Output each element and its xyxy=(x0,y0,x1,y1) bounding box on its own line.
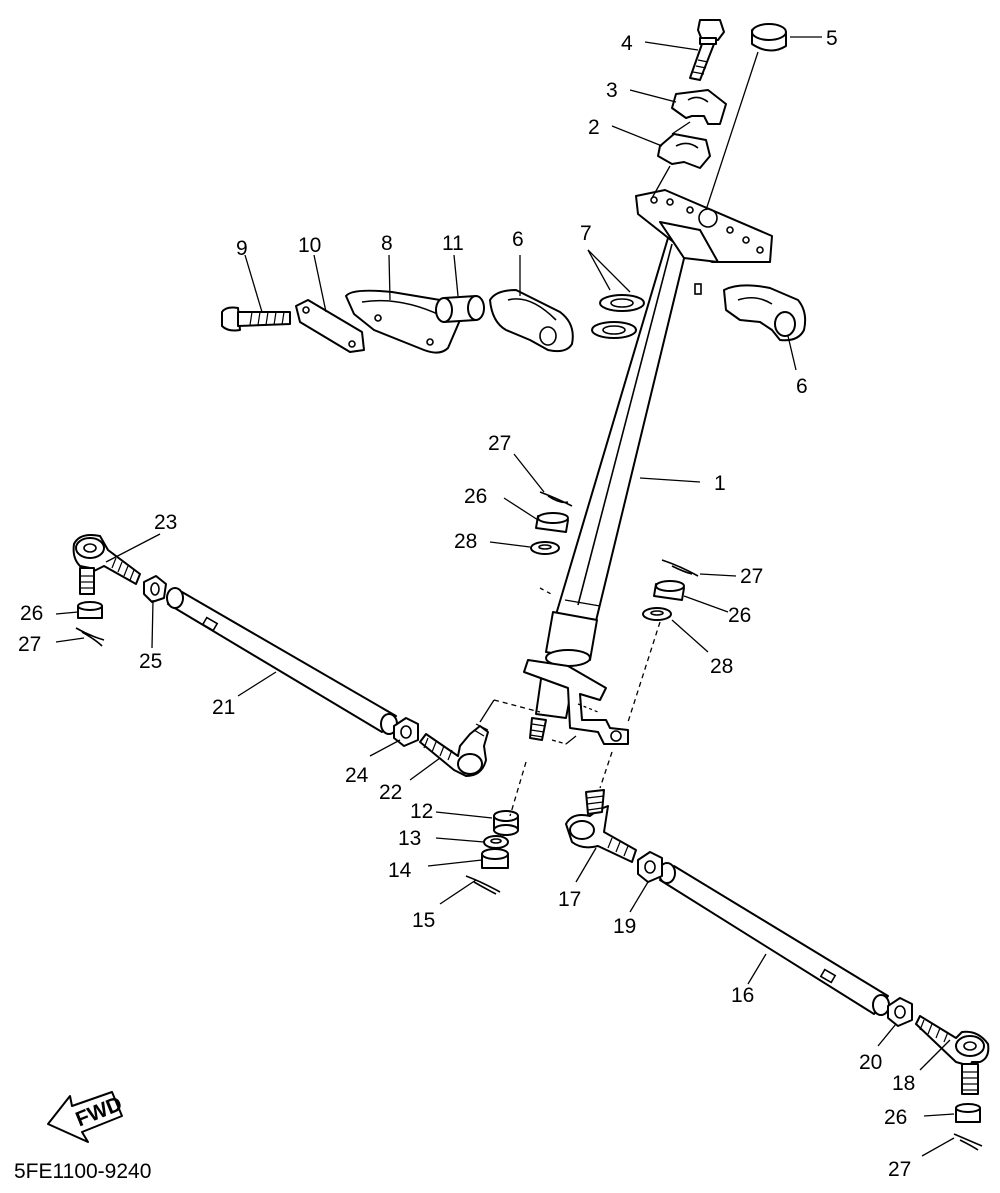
tie-rod-21 xyxy=(166,587,398,735)
washer-13 xyxy=(483,835,509,849)
callout-8: 8 xyxy=(381,232,393,255)
callout-28-center: 28 xyxy=(454,530,477,553)
callout-13: 13 xyxy=(398,827,421,850)
castle-nut-14 xyxy=(481,848,509,869)
bolt-4 xyxy=(689,19,725,81)
callout-4: 4 xyxy=(621,32,633,55)
tie-rod-16 xyxy=(658,862,890,1016)
callout-27-center: 27 xyxy=(488,432,511,455)
callout-27-bottom: 27 xyxy=(888,1158,911,1181)
tie-rod-end-18 xyxy=(915,1015,990,1095)
steering-column xyxy=(523,237,702,745)
callout-7: 7 xyxy=(580,222,592,245)
callout-23: 23 xyxy=(154,511,177,534)
fwd-arrow-icon: FWD xyxy=(47,1091,125,1143)
callout-11: 11 xyxy=(442,232,464,255)
diagram-code: 5FE1100-9240 xyxy=(14,1160,151,1183)
callout-6-right: 6 xyxy=(796,375,808,398)
callout-19: 19 xyxy=(613,915,636,938)
callout-18: 18 xyxy=(892,1072,915,1095)
leader-lines xyxy=(55,36,955,1157)
nut-24 xyxy=(393,717,419,747)
plate-8 xyxy=(345,289,461,354)
callout-14: 14 xyxy=(388,859,412,882)
callout-3: 3 xyxy=(606,79,618,102)
bushing-holder-6-left xyxy=(489,289,574,353)
washer-28-center xyxy=(530,541,560,555)
callout-16: 16 xyxy=(731,984,754,1007)
callout-6-left: 6 xyxy=(512,228,524,251)
castle-nut-26-right xyxy=(653,580,685,601)
collar-12 xyxy=(493,810,519,836)
callout-15: 15 xyxy=(412,909,435,932)
cotter-pin-27-right xyxy=(661,559,699,577)
tie-rod-end-17 xyxy=(565,789,637,863)
holder-upper-3 xyxy=(671,89,727,125)
callout-10: 10 xyxy=(298,234,321,257)
castle-nut-26-left xyxy=(77,601,103,619)
callout-17: 17 xyxy=(558,888,581,911)
washer-28-right xyxy=(642,607,672,621)
collar-11 xyxy=(435,295,485,323)
cap-5 xyxy=(751,23,787,52)
cotter-pin-15 xyxy=(465,875,501,895)
castle-nut-26-center xyxy=(535,512,569,533)
nut-25 xyxy=(143,575,167,603)
callout-26-center: 26 xyxy=(464,485,487,508)
nut-20 xyxy=(887,997,913,1027)
washers-7 xyxy=(591,294,645,339)
callout-28-right: 28 xyxy=(710,655,733,678)
callout-1: 1 xyxy=(714,472,726,495)
callout-22: 22 xyxy=(379,781,402,804)
tie-rod-end-23 xyxy=(72,534,141,595)
bolt-9 xyxy=(221,306,291,332)
lock-washer-10 xyxy=(295,299,365,353)
bushing-holder-6-right xyxy=(723,284,807,342)
nut-19 xyxy=(637,851,663,883)
callout-12: 12 xyxy=(410,800,433,823)
column-top-plate xyxy=(635,189,773,263)
castle-nut-26-bottom xyxy=(955,1103,981,1123)
callout-27-left: 27 xyxy=(18,633,41,656)
callout-26-bottom: 26 xyxy=(884,1106,907,1129)
callout-9: 9 xyxy=(236,237,248,260)
callout-27-right: 27 xyxy=(740,565,763,588)
callout-26-right: 26 xyxy=(728,604,751,627)
callout-24: 24 xyxy=(345,764,369,787)
cotter-pin-27-center xyxy=(539,491,573,507)
holder-lower-2 xyxy=(657,133,711,169)
tie-rod-end-22 xyxy=(419,723,489,777)
cotter-pin-27-left xyxy=(75,627,105,647)
callout-5: 5 xyxy=(826,27,838,50)
callout-25: 25 xyxy=(139,650,162,673)
callout-20: 20 xyxy=(859,1051,882,1074)
callout-26-left: 26 xyxy=(20,602,43,625)
callout-2: 2 xyxy=(588,116,600,139)
callout-labels: 1 2 3 4 5 6 6 7 8 9 10 11 12 13 14 15 16… xyxy=(18,27,915,1181)
callout-21: 21 xyxy=(212,696,235,719)
cotter-pin-27-bottom xyxy=(953,1133,983,1151)
